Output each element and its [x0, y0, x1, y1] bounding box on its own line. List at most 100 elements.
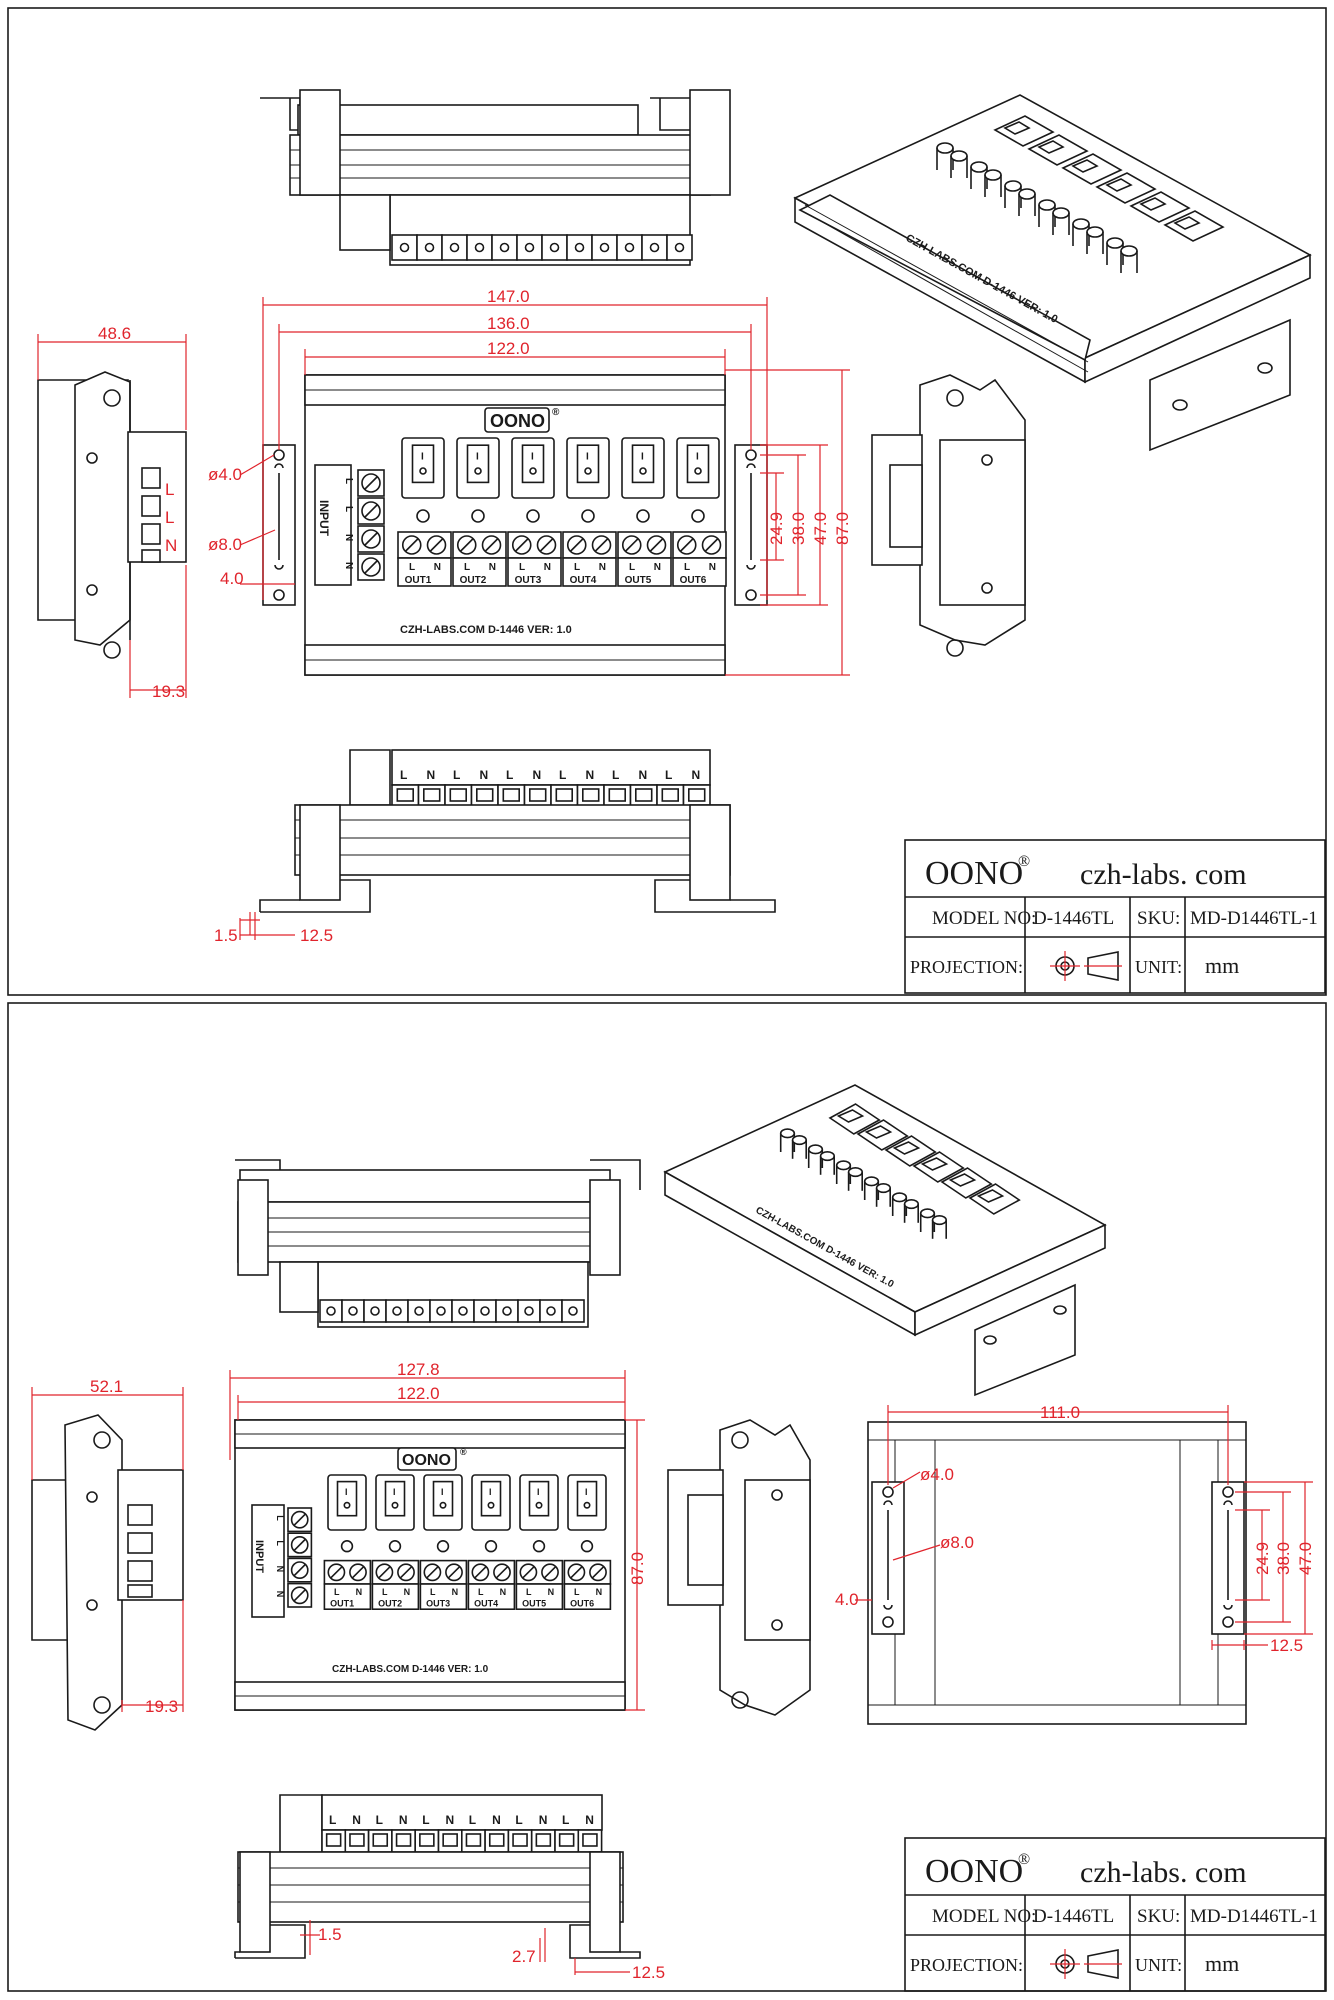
screw-terminal: [426, 535, 447, 555]
side-pin-3: N: [165, 536, 177, 555]
pin-label: L: [574, 1587, 580, 1597]
screw-terminal: [375, 1563, 394, 1582]
pin-label: N: [596, 1587, 603, 1597]
pin-label: N: [709, 562, 716, 573]
sheet-1: CZH-LABS.COM D-1446 VER: 1.0 L L N: [37, 89, 1326, 994]
iso-terminal: [1018, 188, 1036, 200]
output-label: OUT2: [378, 1599, 402, 1609]
left-side-view: L L N: [37, 371, 187, 659]
pin-label: N: [532, 768, 541, 782]
switch-mark: I: [531, 452, 534, 463]
iso-terminal: [847, 1167, 864, 1178]
input-label-2: INPUT: [253, 1540, 265, 1573]
terminal-cell: [541, 234, 568, 261]
iso-terminal: [1052, 207, 1070, 219]
pin-label: L: [559, 768, 566, 782]
input-terminal: [290, 1536, 309, 1554]
input-pin-label: N: [343, 534, 354, 541]
pin-label: N: [544, 562, 551, 573]
right-side-view-2: [667, 1419, 811, 1716]
pin-label: L: [684, 562, 690, 573]
terminal-cell: [363, 1299, 387, 1323]
iso-terminal: [875, 1183, 892, 1194]
tb1-reg: ®: [1018, 853, 1030, 870]
dim2-127-8: 127.8: [397, 1360, 440, 1379]
sheet-2-dimensions: 52.1 19.3 127.8 122.0 87.0 111.0 ø4.0 ø8…: [31, 1360, 1315, 1982]
dim2-2-7: 2.7: [512, 1947, 536, 1966]
dim2-1-5: 1.5: [318, 1925, 342, 1944]
top-view-rear-2: [235, 1159, 641, 1328]
terminal-cell: [319, 1299, 343, 1323]
dim-1-5: 1.5: [214, 926, 238, 945]
iso-terminal: [807, 1144, 824, 1155]
input-pin-label: N: [275, 1591, 285, 1598]
input-pin-label: L: [343, 506, 354, 512]
screw-terminal: [445, 1563, 463, 1582]
rocker-face: [466, 444, 490, 484]
output-label: OUT5: [625, 575, 652, 586]
iso-terminal: [950, 150, 968, 162]
switch-mark: I: [393, 1487, 396, 1497]
tb2-projection-label: PROJECTION:: [910, 1955, 1023, 1975]
rocker-face: [384, 1480, 406, 1517]
switch-mark: I: [585, 1487, 588, 1497]
output-label: OUT4: [570, 575, 597, 586]
input-terminal: [290, 1510, 309, 1529]
tb2-site: czh-labs. com: [1080, 1856, 1247, 1889]
pin-label: L: [515, 1813, 522, 1827]
dim-47: 47.0: [811, 512, 830, 545]
iso-terminal: [1086, 226, 1104, 238]
pin-label: N: [492, 1813, 501, 1827]
input-terminal: [290, 1561, 309, 1580]
iso-terminal: [891, 1192, 908, 1203]
input-label: INPUT: [317, 500, 331, 537]
screw-terminal: [456, 535, 477, 555]
input-pin-label: N: [275, 1566, 285, 1573]
rocker-face: [432, 1480, 454, 1517]
output-label: OUT4: [474, 1599, 498, 1609]
switch-mark: I: [696, 452, 699, 463]
dim2-4-0: 4.0: [835, 1590, 859, 1609]
projection-symbol-icon: [1050, 951, 1122, 981]
logo-reg: ®: [552, 407, 560, 418]
tb2-reg: ®: [1018, 1851, 1030, 1868]
pin-label: L: [409, 562, 415, 573]
iso-terminal: [835, 1160, 852, 1171]
screw-terminal: [646, 535, 667, 555]
terminal-cell: [385, 1299, 409, 1323]
logo-reg-2: ®: [460, 1447, 467, 1457]
switch-mark: I: [476, 452, 479, 463]
led-indicator: [388, 1539, 402, 1553]
dim-122: 122.0: [487, 339, 530, 358]
screw-terminal: [471, 1563, 490, 1582]
iso-terminal: [1106, 237, 1124, 249]
pin-label: N: [352, 1813, 361, 1827]
screw-terminal: [481, 535, 502, 555]
terminal-cell: [429, 1299, 453, 1323]
screw-terminal: [591, 535, 612, 555]
iso-terminal: [919, 1208, 936, 1219]
pin-label: L: [526, 1587, 532, 1597]
pin-label: L: [422, 1813, 429, 1827]
terminal-cell: [491, 234, 518, 261]
pin-label: N: [585, 768, 594, 782]
dim-147: 147.0: [487, 287, 530, 306]
pin-label: L: [453, 768, 460, 782]
pin-label: L: [562, 1813, 569, 1827]
terminal-cell: [416, 234, 443, 261]
dim2-122: 122.0: [397, 1384, 440, 1403]
switch-mark: I: [421, 452, 424, 463]
switch-mark: I: [537, 1487, 540, 1497]
dim-24-9: 24.9: [767, 512, 786, 545]
dim2-19-3: 19.3: [145, 1697, 178, 1716]
led-indicator: [484, 1539, 498, 1553]
dim2-111: 111.0: [1040, 1403, 1080, 1422]
switch-mark: I: [641, 452, 644, 463]
pin-label: N: [599, 562, 606, 573]
tb2-model: D-1446TL: [1033, 1906, 1114, 1927]
iso-terminal: [863, 1176, 880, 1187]
tb2-brand: OONO: [925, 1853, 1023, 1890]
pin-label: N: [489, 562, 496, 573]
dim-12-5: 12.5: [300, 926, 333, 945]
